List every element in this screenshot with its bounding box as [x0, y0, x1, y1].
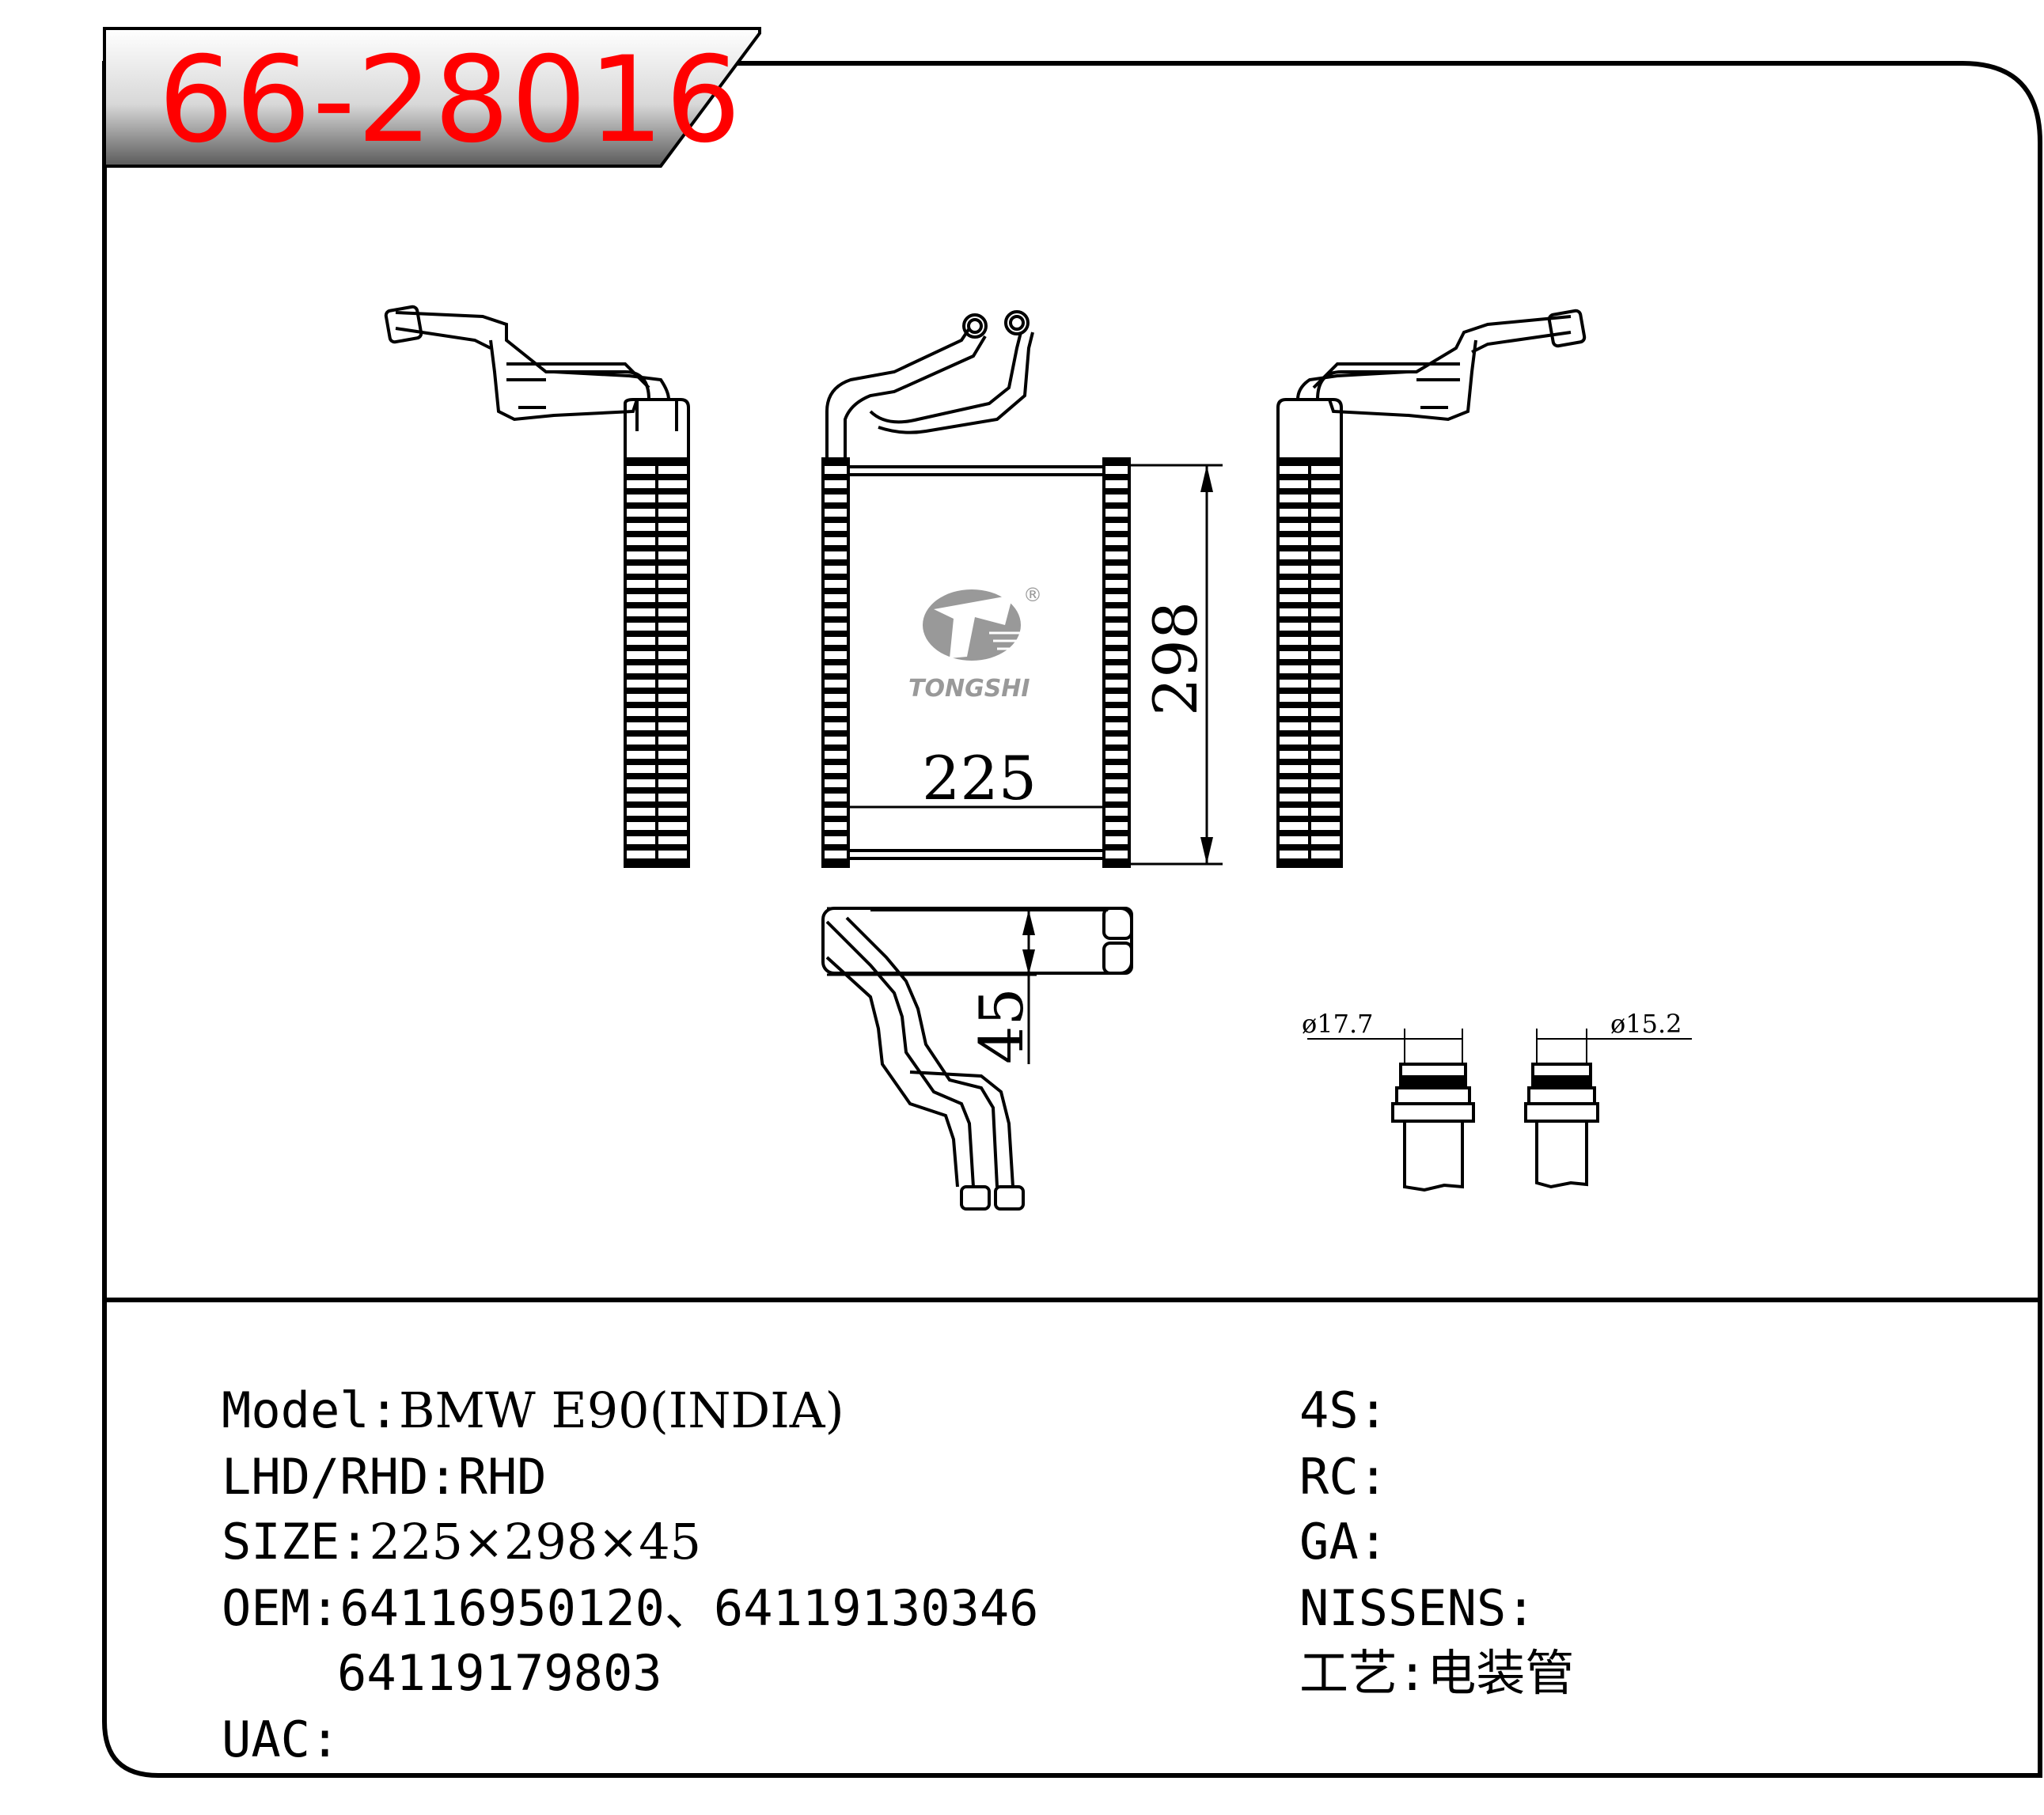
xref-rc: RC:: [1299, 1449, 1388, 1505]
xref-nissens: NISSENS:: [1299, 1581, 1536, 1636]
spec-uac: UAC:: [222, 1712, 339, 1768]
pipe-outlet-diameter: ø15.2: [1610, 1009, 1682, 1039]
xref-4s-label: 4S:: [1299, 1381, 1388, 1439]
spec-oem-label: OEM:: [222, 1579, 340, 1637]
spec-oem-value-line1: 64116950120、64119130346: [339, 1579, 1039, 1637]
spec-model-label: Model:: [222, 1381, 399, 1439]
part-number: 66-28016: [158, 32, 743, 169]
spec-oem-continued: 64119179803: [337, 1646, 662, 1701]
xref-process-label: 工艺:: [1299, 1644, 1428, 1702]
xref-rc-label: RC:: [1299, 1448, 1388, 1506]
frame-border: [102, 61, 2042, 1778]
pipe-inlet-diameter: ø17.7: [1302, 1009, 1374, 1039]
spec-model-value: BMW E90(INDIA): [398, 1381, 844, 1439]
spec-size: SIZE:225×298×45: [222, 1514, 701, 1570]
xref-4s: 4S:: [1299, 1383, 1388, 1438]
xref-ga-label: GA:: [1299, 1513, 1388, 1571]
front-view: [821, 310, 1223, 868]
dim-depth: 45: [966, 987, 1037, 1064]
spec-model: Model:BMW E90(INDIA): [222, 1383, 844, 1438]
spec-size-label: SIZE:: [222, 1513, 370, 1571]
spec-drive-label: LHD/RHD:: [222, 1448, 458, 1506]
xref-process-value: 电装管: [1427, 1644, 1575, 1702]
spec-drive-value: RHD: [457, 1448, 547, 1506]
spec-uac-label: UAC:: [222, 1711, 340, 1768]
dim-width: 225: [922, 743, 1037, 813]
tongshi-logo-icon: [923, 589, 1021, 661]
side-view-left: [384, 305, 690, 868]
xref-nissens-label: NISSENS:: [1299, 1579, 1536, 1637]
xref-process: 工艺:电装管: [1299, 1646, 1574, 1701]
title-tab: [103, 27, 761, 168]
spec-size-value: 225×298×45: [369, 1513, 702, 1571]
top-view: [821, 907, 1133, 1211]
dim-height: 298: [1140, 601, 1211, 716]
spec-oem: OEM:64116950120、64119130346: [222, 1581, 1039, 1636]
spec-drive: LHD/RHD:RHD: [222, 1449, 547, 1505]
logo-registered: ®: [1023, 584, 1042, 606]
logo-brand: TONGSHI: [908, 675, 1030, 703]
spec-oem-value-line2: 64119179803: [337, 1644, 662, 1702]
side-view-right: [1276, 309, 1587, 868]
pipe-end-inlet: [1307, 1029, 1475, 1192]
xref-ga: GA:: [1299, 1514, 1388, 1570]
pipe-end-outlet: [1524, 1029, 1692, 1189]
